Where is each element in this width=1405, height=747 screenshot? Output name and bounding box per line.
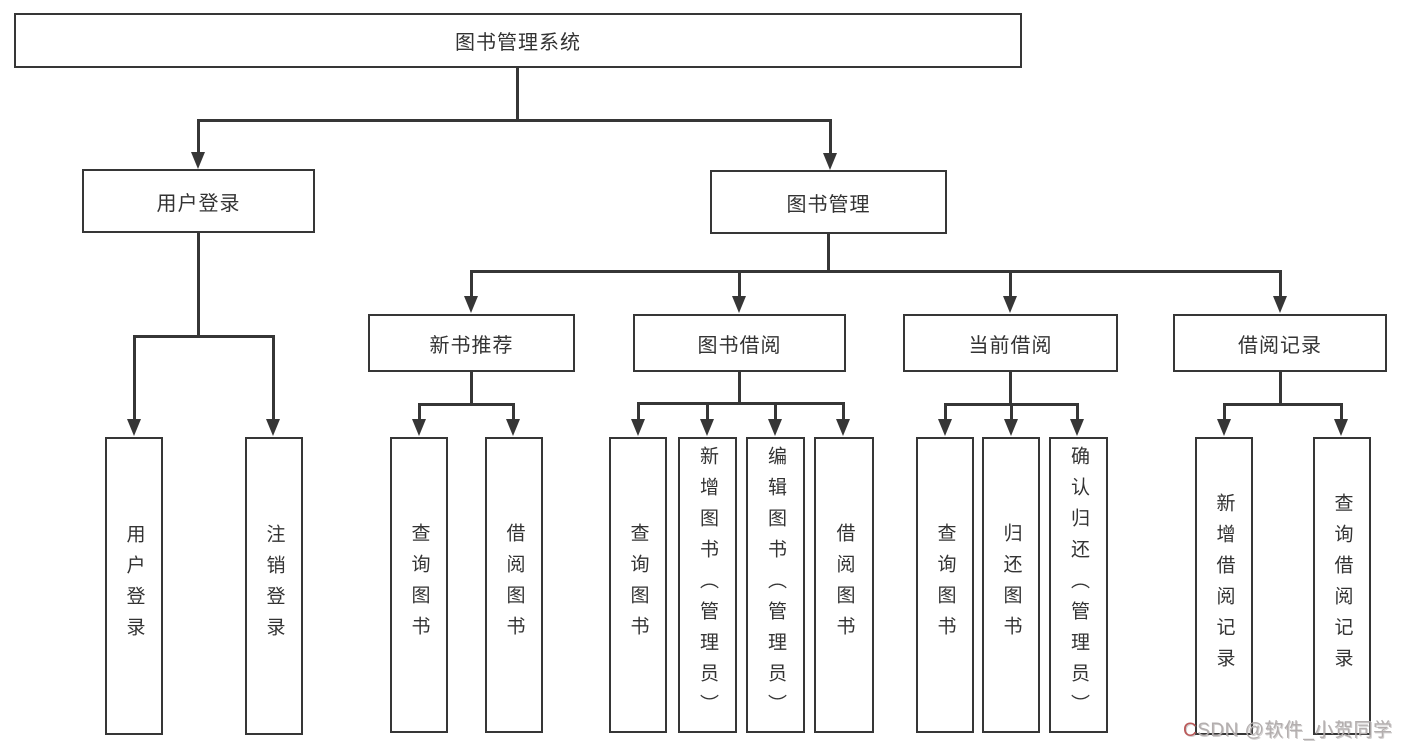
node-new-book-recommend: 新书推荐 [368, 314, 575, 372]
node-root-library-system: 图书管理系统 [14, 13, 1022, 68]
leaf-current-query-books: 查询图书 [916, 437, 974, 733]
arrowhead-down-icon [1334, 419, 1348, 436]
leaf-label: 查询借阅记录 [1331, 493, 1353, 679]
connector-current-drop-1 [944, 403, 947, 421]
connector-current-drop-2 [1010, 403, 1013, 421]
arrowhead-down-icon [700, 419, 714, 436]
connector-borrow-drop-4 [842, 402, 845, 421]
arrowhead-down-icon [631, 419, 645, 436]
connector-root-stub [516, 68, 519, 120]
leaf-label: 新增借阅记录 [1213, 493, 1235, 679]
connector-l2-rail [197, 119, 831, 122]
arrowhead-down-icon [768, 419, 782, 436]
leaf-records-query-record: 查询借阅记录 [1313, 437, 1371, 735]
connector-records-stub [1279, 372, 1282, 405]
arrowhead-down-icon [1217, 419, 1231, 436]
leaf-current-confirm-return-admin: 确认归还（管理员） [1049, 437, 1108, 733]
arrowhead-down-icon [732, 296, 746, 313]
arrowhead-down-icon [266, 419, 280, 436]
leaf-borrow-add-books-admin: 新增图书（管理员） [678, 437, 737, 733]
connector-bookmgmt-stub [827, 234, 830, 272]
arrowhead-down-icon [1273, 296, 1287, 313]
connector-recommend-rail [418, 403, 514, 406]
connector-l3-drop-3 [1009, 270, 1012, 298]
leaf-label: 查询图书 [934, 523, 956, 647]
connector-borrow-drop-2 [706, 402, 709, 421]
leaf-recommend-query-books: 查询图书 [390, 437, 448, 733]
leaf-label: 借阅图书 [503, 523, 525, 647]
arrowhead-down-icon [836, 419, 850, 436]
connector-current-stub [1009, 372, 1012, 405]
connector-login-rail [133, 335, 274, 338]
node-book-management: 图书管理 [710, 170, 947, 234]
node-current-borrow: 当前借阅 [903, 314, 1118, 372]
node-book-borrow: 图书借阅 [633, 314, 846, 372]
connector-l3-rail [470, 270, 1281, 273]
leaf-borrow-query-books: 查询图书 [609, 437, 667, 733]
node-user-login: 用户登录 [82, 169, 315, 233]
leaf-borrow-edit-books-admin: 编辑图书（管理员） [746, 437, 805, 733]
leaf-borrow-borrow-books: 借阅图书 [814, 437, 874, 733]
leaf-label: 确认归还（管理员） [1068, 445, 1089, 725]
connector-records-rail [1223, 403, 1342, 406]
arrowhead-down-icon [1004, 419, 1018, 436]
connector-borrow-drop-3 [774, 402, 777, 421]
leaf-logout: 注销登录 [245, 437, 303, 735]
leaf-user-login: 用户登录 [105, 437, 163, 735]
arrowhead-down-icon [1070, 419, 1084, 436]
connector-records-drop-2 [1340, 403, 1343, 421]
connector-current-drop-3 [1076, 403, 1079, 421]
node-borrow-records: 借阅记录 [1173, 314, 1387, 372]
connector-l3-drop-1 [470, 270, 473, 298]
connector-login-drop-2 [272, 335, 275, 421]
connector-borrow-stub [738, 372, 741, 404]
leaf-records-add-record: 新增借阅记录 [1195, 437, 1253, 735]
arrowhead-down-icon [127, 419, 141, 436]
arrowhead-down-icon [1003, 296, 1017, 313]
arrowhead-down-icon [412, 419, 426, 436]
leaf-label: 新增图书（管理员） [697, 445, 718, 725]
arrowhead-down-icon [506, 419, 520, 436]
connector-records-drop-1 [1223, 403, 1226, 421]
watermark-logo-letter: C [1183, 720, 1198, 741]
connector-borrow-drop-1 [637, 402, 640, 421]
arrowhead-down-icon [191, 152, 205, 169]
connector-recommend-stub [470, 372, 473, 405]
leaf-recommend-borrow-books: 借阅图书 [485, 437, 543, 733]
arrowhead-down-icon [938, 419, 952, 436]
connector-l3-drop-4 [1279, 270, 1282, 298]
connector-recommend-drop-1 [418, 403, 421, 421]
connector-borrow-rail [637, 402, 844, 405]
connector-login-stub [197, 233, 200, 337]
leaf-label: 归还图书 [1000, 523, 1022, 647]
leaf-label: 查询图书 [627, 523, 649, 647]
arrowhead-down-icon [823, 153, 837, 170]
connector-login-drop-1 [133, 335, 136, 421]
leaf-label: 查询图书 [408, 523, 430, 647]
leaf-label: 注销登录 [263, 524, 285, 648]
leaf-label: 编辑图书（管理员） [765, 445, 786, 725]
connector-l2-drop-left [197, 119, 200, 153]
connector-l3-drop-2 [738, 270, 741, 298]
connector-l2-drop-right [829, 119, 832, 154]
connector-recommend-drop-2 [512, 403, 515, 421]
watermark-text: SDN @软件_小贺同学 [1197, 720, 1393, 741]
leaf-label: 借阅图书 [833, 523, 855, 647]
leaf-label: 用户登录 [123, 524, 145, 648]
arrowhead-down-icon [464, 296, 478, 313]
leaf-current-return-books: 归还图书 [982, 437, 1040, 733]
csdn-watermark: CSDN @软件_小贺同学 [1183, 715, 1392, 742]
